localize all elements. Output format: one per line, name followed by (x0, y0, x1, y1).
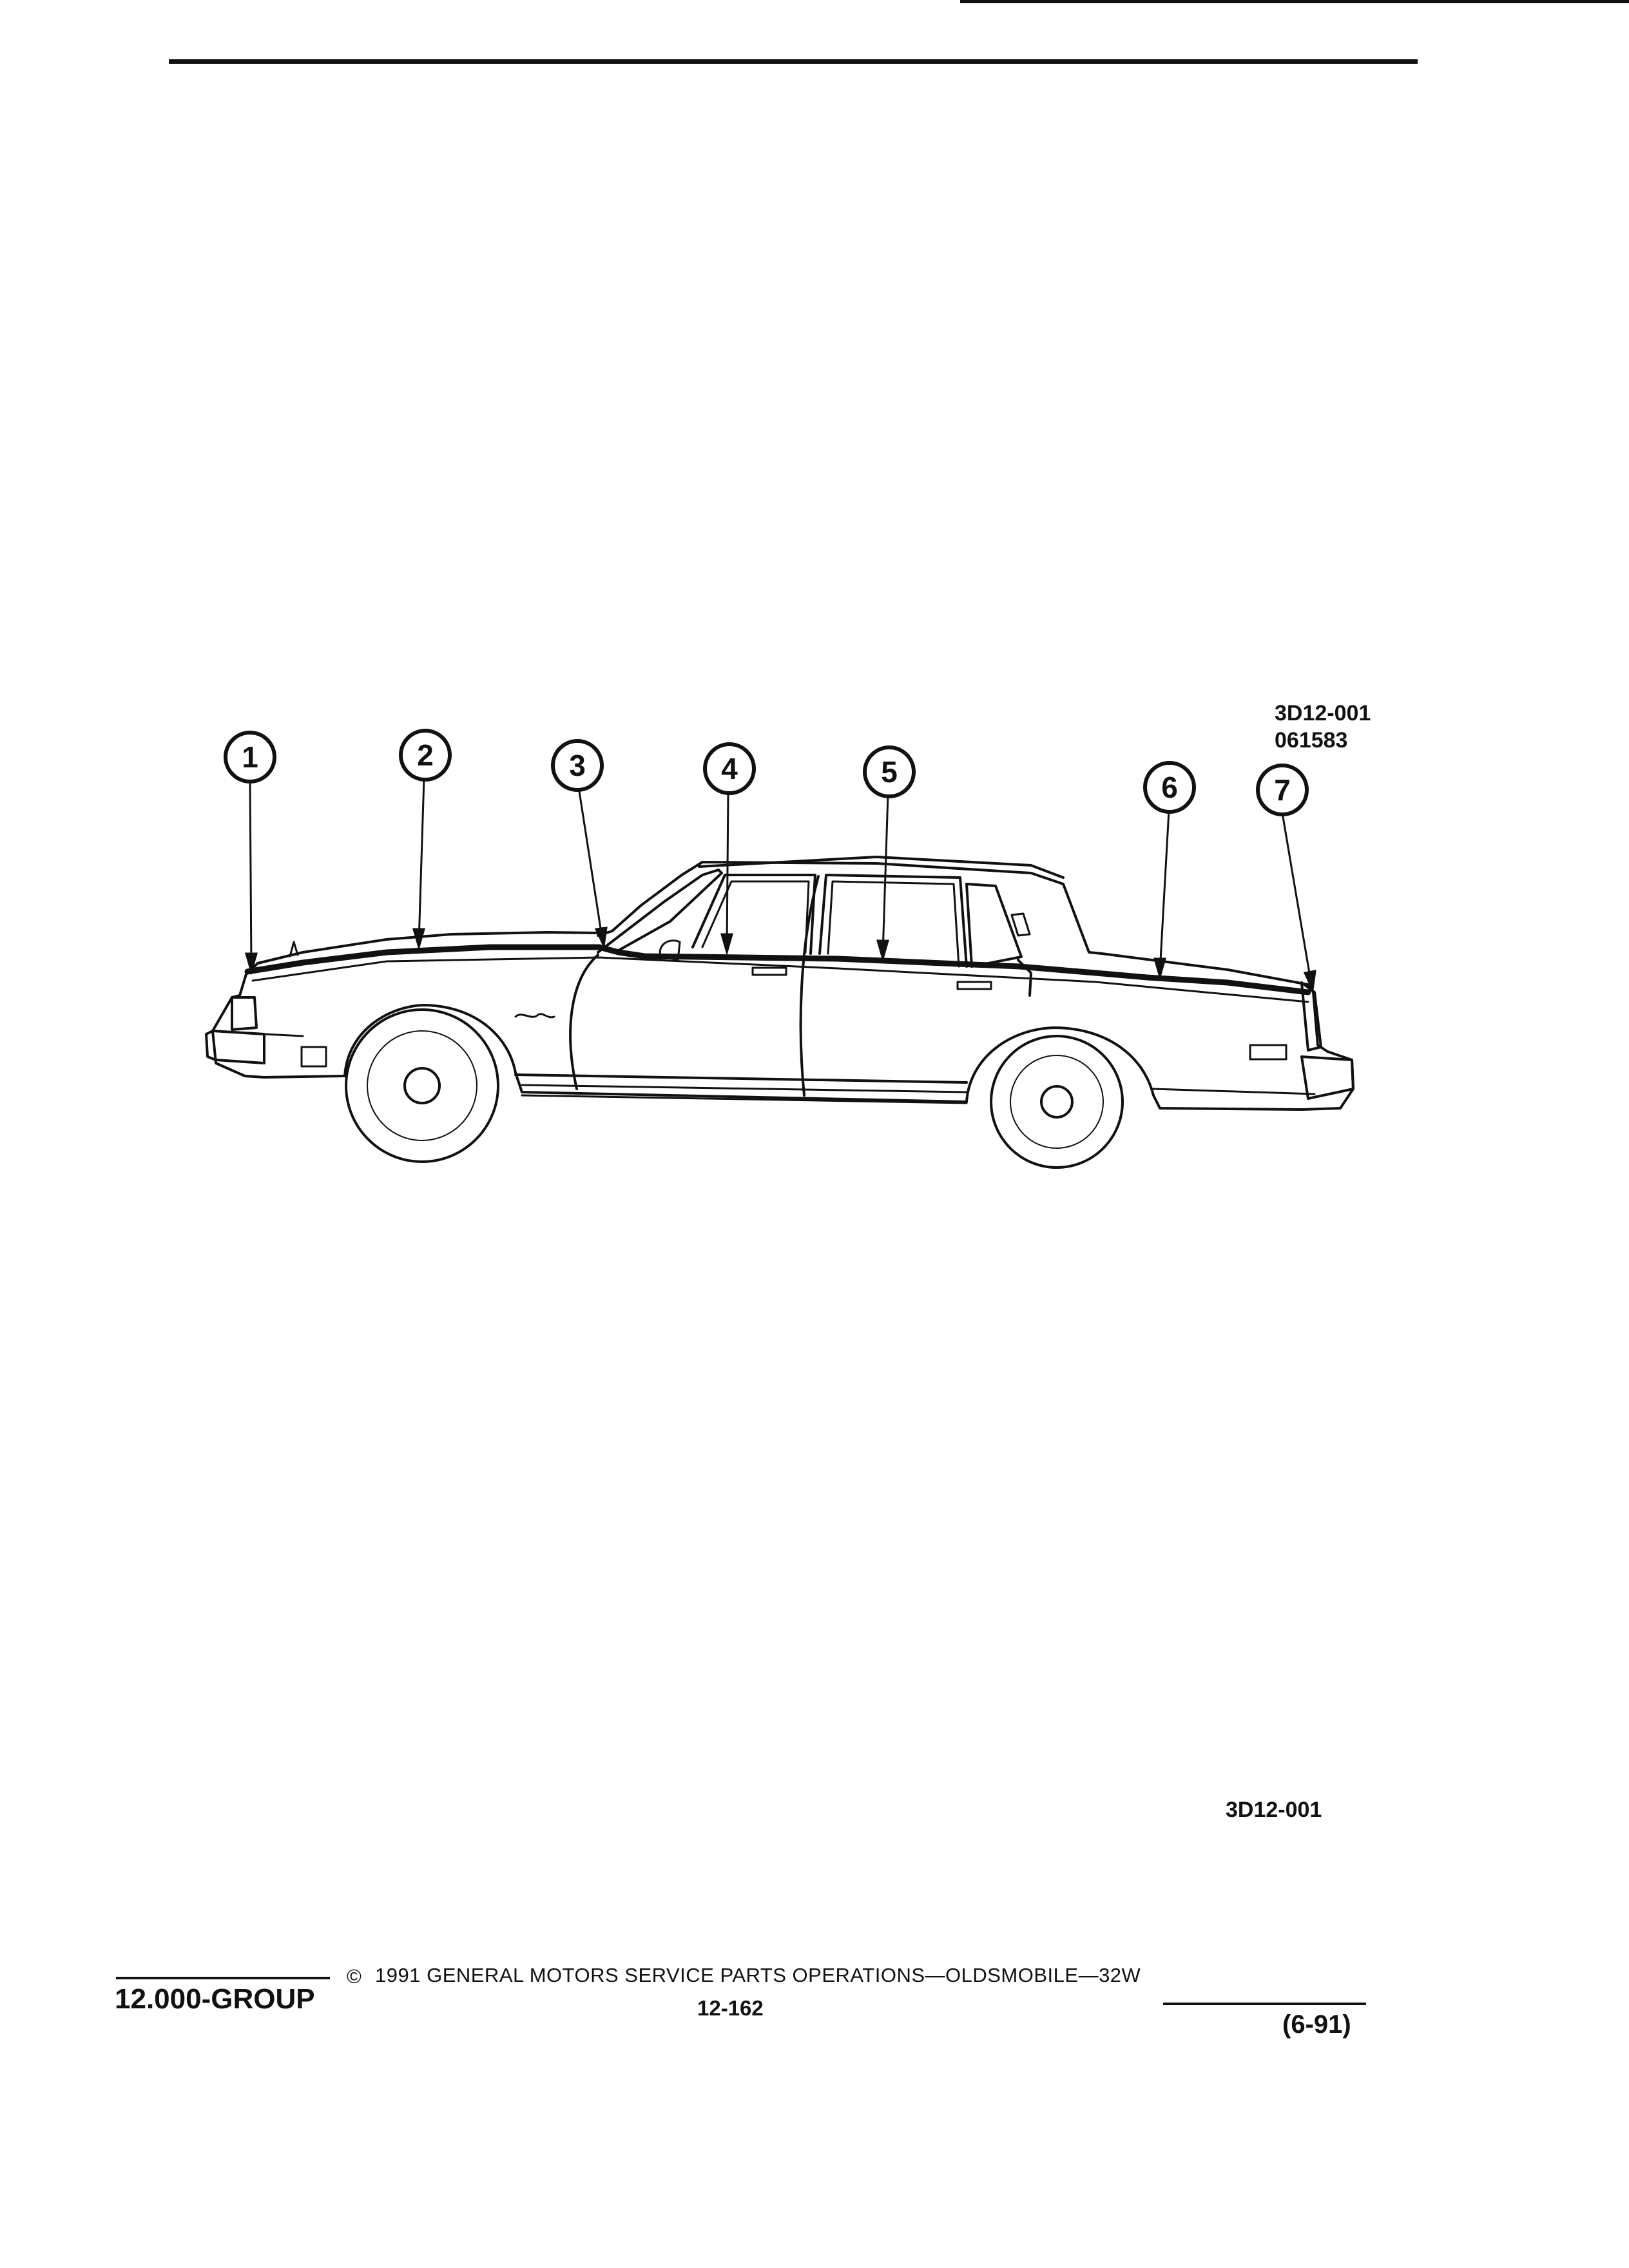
rear-door-window (818, 874, 968, 968)
footer-copyright-symbol: © (347, 1965, 362, 1988)
callout-number-7: 7 (1274, 773, 1291, 807)
tail-lamp (1300, 981, 1322, 1052)
front-door-seam (569, 954, 599, 1090)
arrowhead-5 (876, 939, 889, 963)
arrowhead-1 (245, 952, 258, 975)
rear-door-handle (956, 981, 992, 990)
lower-molding-2 (521, 1084, 968, 1093)
callout-circle-2 (399, 729, 452, 782)
footer-left-rule (116, 1977, 330, 1979)
rear-door-seam (1017, 959, 1032, 997)
leader-line-4 (726, 791, 729, 948)
lower-molding (514, 1073, 968, 1084)
front-fender-edge (263, 1033, 304, 1037)
rear-hub (1040, 1085, 1074, 1119)
callout-circle-4 (703, 742, 756, 795)
hood-ornament (289, 941, 299, 957)
callout-circle-1 (224, 731, 276, 783)
leader-line-6 (1159, 810, 1170, 972)
front-hub (403, 1067, 441, 1104)
callout-number-5: 5 (881, 755, 898, 789)
rear-bumper (1300, 1055, 1354, 1100)
rear-tire (990, 1035, 1124, 1169)
callout-number-1: 1 (242, 740, 258, 774)
callout-number-3: 3 (569, 749, 586, 782)
footer-copyright-text: 1991 GENERAL MOTORS SERVICE PARTS OPERAT… (375, 1964, 1141, 1986)
rocker-line (521, 1094, 968, 1104)
arrowhead-7 (1303, 970, 1316, 994)
belt-trim-inner (251, 956, 1309, 1003)
rear-window-frame (827, 880, 960, 968)
roof-line (698, 856, 1065, 879)
side-mirror (659, 939, 681, 961)
callout-number-4: 4 (721, 752, 738, 785)
arrowhead-3 (594, 927, 608, 950)
front-wheel-inner (367, 1030, 477, 1141)
fender-emblem (514, 1013, 555, 1019)
opera-lamp (1010, 912, 1031, 937)
footer-right-rule (1163, 2003, 1366, 2005)
callout-number-2: 2 (417, 738, 434, 772)
callout-circle-6 (1143, 761, 1196, 814)
figure-date-code: 061583 (1275, 728, 1348, 753)
footer-page-number: 12-162 (697, 1996, 764, 2020)
rear-side-marker (1249, 1044, 1287, 1061)
top-right-rule (960, 0, 1629, 3)
rear-wheel-inner (1010, 1055, 1104, 1149)
figure-code-top: 3D12-001 (1275, 701, 1371, 726)
front-marker-lamp (300, 1046, 327, 1068)
callout-circle-5 (863, 745, 916, 798)
arrowhead-6 (1153, 957, 1166, 981)
footer-revision: (6-91) (1282, 2010, 1351, 2039)
belt-trim-line (244, 944, 1311, 995)
headlamp (231, 996, 258, 1031)
quarter-window (965, 883, 1023, 968)
footer-group: 12.000-GROUP (115, 1983, 315, 2015)
car-body-outline (211, 861, 1354, 1111)
leader-line-3 (577, 787, 604, 941)
center-pillar-seam (799, 875, 820, 1097)
front-door-handle (751, 966, 787, 976)
leader-line-1 (249, 780, 253, 967)
figure-code-bottom: 3D12-001 (1226, 1798, 1322, 1822)
leader-line-5 (882, 794, 889, 954)
windshield (597, 869, 723, 954)
callout-number-6: 6 (1161, 771, 1178, 804)
header-rule (169, 59, 1418, 64)
front-door-window (691, 874, 816, 955)
front-window-frame (701, 880, 810, 954)
callout-circle-7 (1256, 764, 1309, 816)
front-tire (345, 1008, 499, 1163)
leader-line-7 (1281, 812, 1313, 985)
callout-circle-3 (551, 739, 604, 792)
leader-line-2 (418, 778, 425, 943)
arrowhead-4 (720, 933, 733, 956)
arrowhead-2 (412, 928, 425, 951)
rear-lower-molding (1152, 1088, 1316, 1095)
